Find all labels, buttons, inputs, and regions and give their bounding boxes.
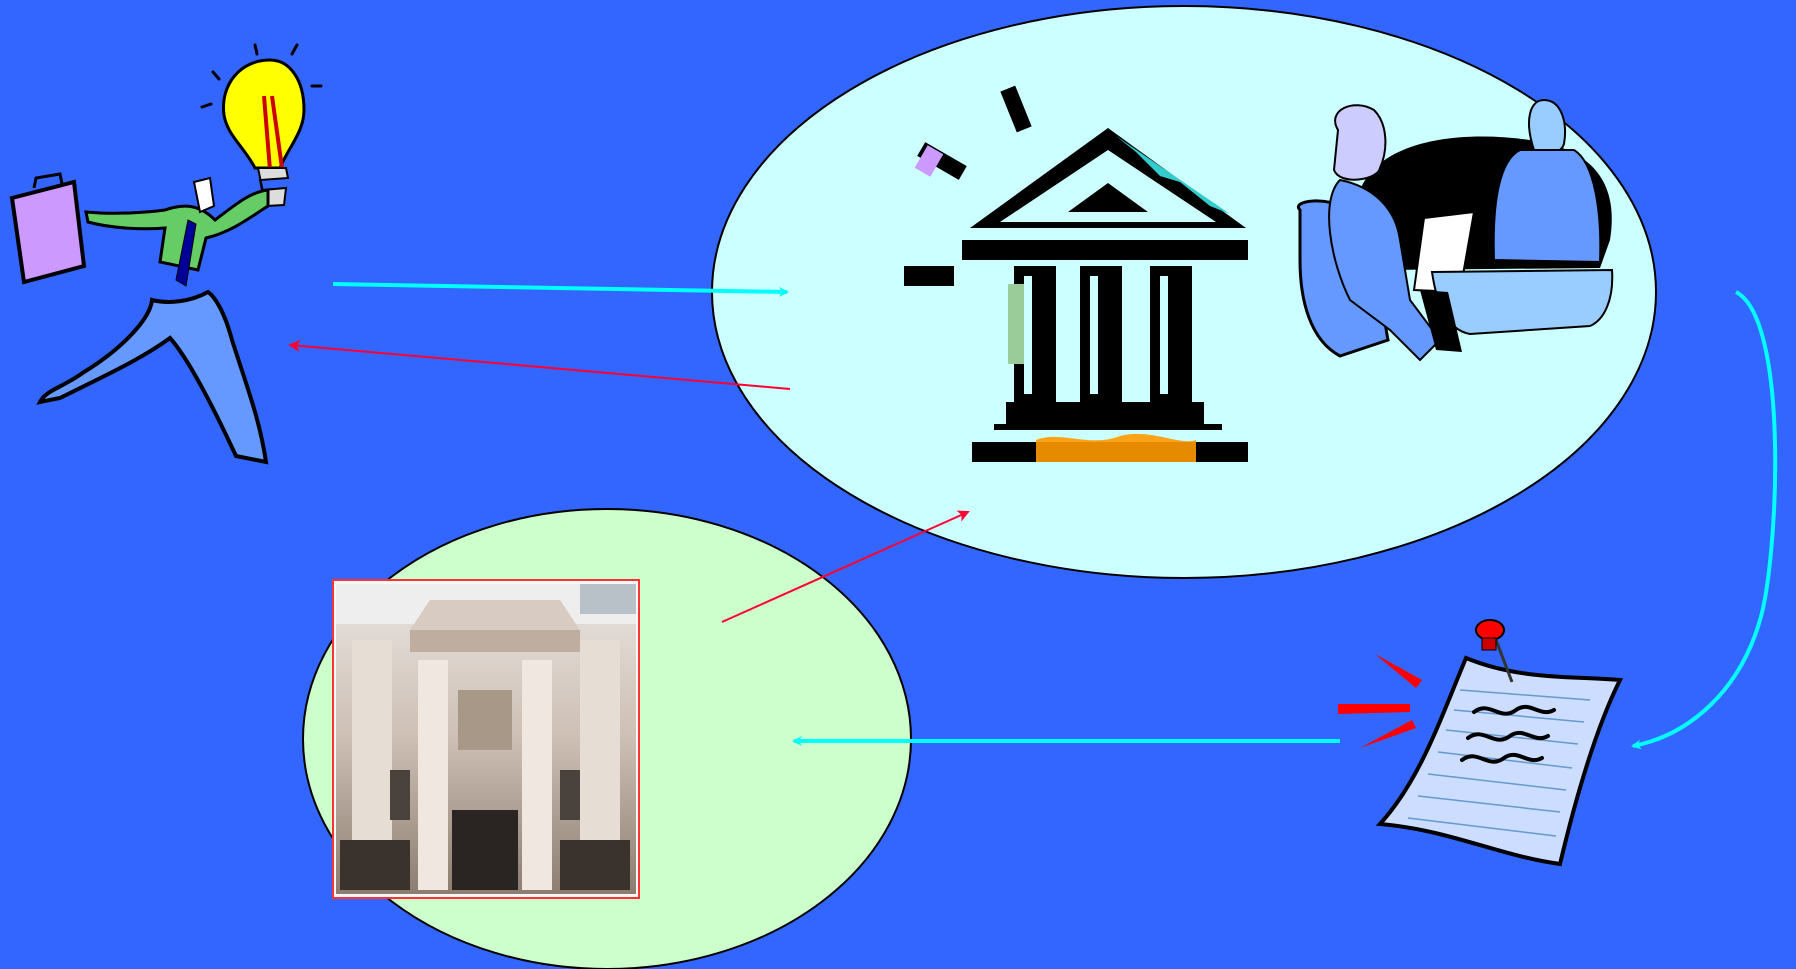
edge-entrepreneur-to-bank — [332, 282, 789, 297]
edge-central-bank-to-bank — [721, 510, 970, 623]
businessman-with-lightbulb-icon — [9, 43, 323, 465]
edge-bank-to-entrepreneur — [288, 339, 791, 390]
bank-building-icon — [904, 85, 1248, 462]
edge-bank-to-document — [1631, 290, 1778, 750]
meeting-people-icon — [1296, 98, 1614, 362]
pinned-document-icon — [1338, 619, 1624, 867]
central-bank-photo-icon — [332, 579, 640, 899]
